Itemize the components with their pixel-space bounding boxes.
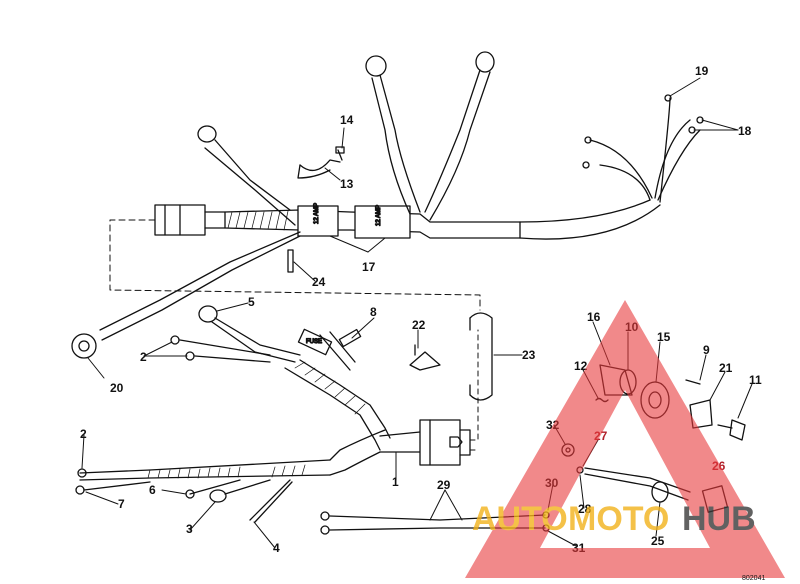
callout-25: 25 [651,534,665,548]
callout-23: 23 [522,348,536,362]
main-harness-upper: 12 AMP 12 AMP [71,51,704,359]
callout-29: 29 [437,478,451,492]
callout-9: 9 [703,343,710,357]
plug-label-a: 12 AMP [314,203,320,224]
callout-14: 14 [340,113,354,127]
watermark-word-moto: MOTO [568,500,669,538]
figure-code: 802041 [742,575,765,582]
leader-lines [81,77,753,549]
plug-label-b: 12 AMP [376,205,382,226]
callout-21: 21 [719,361,733,375]
callout-8: 8 [370,305,377,319]
callout-16: 16 [587,310,601,324]
callout-22: 22 [412,318,426,332]
callout-19: 19 [695,64,709,78]
callout-12: 12 [574,359,588,373]
watermark-word-auto: AUTO [472,500,568,538]
callout-6: 6 [149,483,156,497]
callout-2b: 2 [80,427,87,441]
callout-28: 28 [578,502,592,516]
engine-harness-lower: FUSE [75,305,479,523]
callout-4: 4 [273,541,280,555]
callout-17: 17 [362,260,376,274]
watermark-logo: AUTO MOTO HUB [465,300,785,578]
watermark-triangle-icon [465,300,785,578]
callout-7: 7 [118,497,125,511]
watermark-word-hub: HUB [682,500,756,538]
callout-11: 11 [749,373,762,387]
callout-13: 13 [340,177,354,191]
callout-24: 24 [312,275,326,289]
fuse-label: FUSE [306,339,322,345]
callout-1: 1 [392,475,399,489]
callout-15: 15 [657,330,671,344]
callout-3: 3 [186,522,193,536]
callout-18: 18 [738,124,752,138]
callout-20: 20 [110,381,124,395]
callout-2a: 2 [140,350,147,364]
callout-5: 5 [248,295,255,309]
